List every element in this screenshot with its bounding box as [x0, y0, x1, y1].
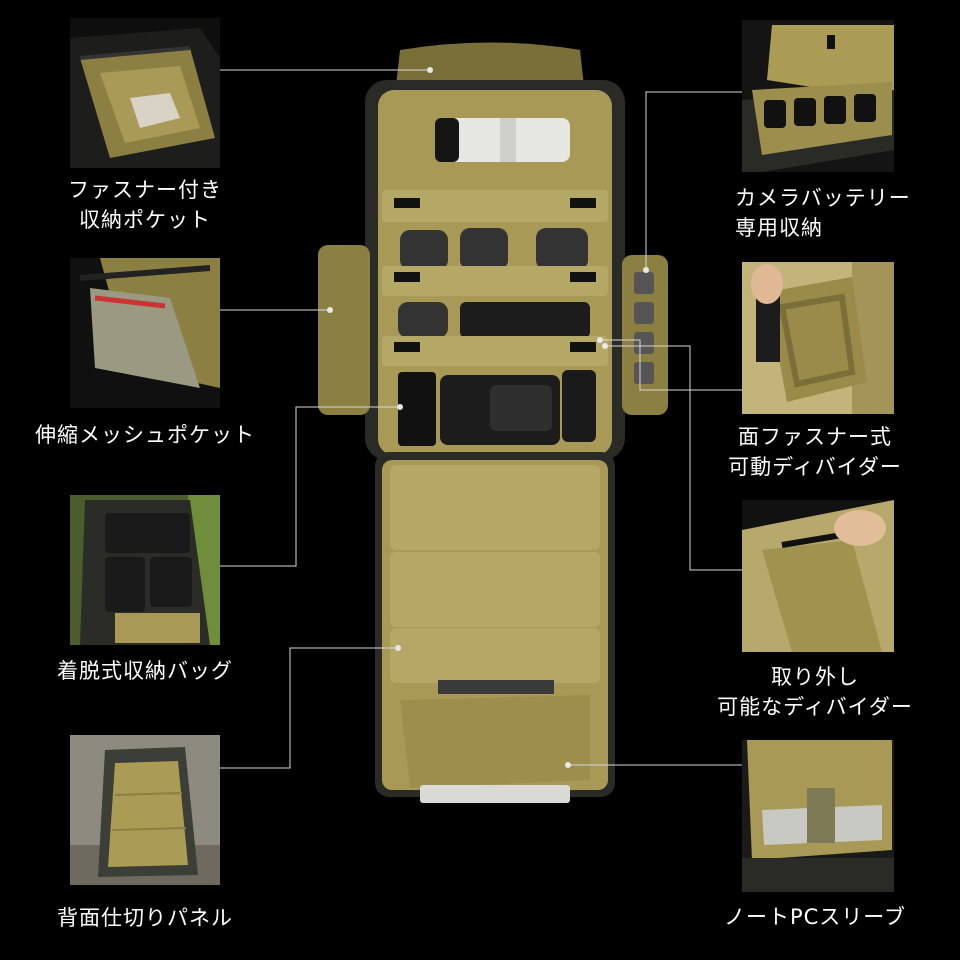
caption-mesh-pocket: 伸縮メッシュポケット [35, 423, 255, 447]
thumb-detachable-bag [70, 495, 220, 645]
laptop-sleeve-photo [742, 740, 894, 892]
removable-divider-photo [742, 500, 894, 652]
lens-4 [398, 302, 448, 338]
laptop-sleeve [400, 695, 590, 788]
zipper-pocket-photo [70, 18, 220, 168]
mesh-pocket-photo [70, 258, 220, 408]
laptop-sleeve-mesh [438, 680, 554, 694]
caption-detachable-bag: 着脱式収納バッグ [57, 659, 233, 683]
caption-removable-divider: 取り外し 可能なディバイダー [717, 665, 913, 719]
battery-storage-photo [742, 20, 894, 172]
battery-grip [398, 372, 436, 446]
thumb-back-panel [70, 735, 220, 885]
velcro-divider-photo [742, 262, 894, 414]
back-panel-photo [70, 735, 220, 885]
side-mesh-pocket [318, 245, 370, 415]
divider-1 [382, 190, 608, 222]
detachable-bag-photo [70, 495, 220, 645]
caption-battery-storage: カメラバッテリー 専用収納 [735, 186, 911, 240]
thumb-removable-divider [742, 500, 894, 652]
lens-1 [400, 230, 448, 270]
caption-velcro-divider: 面ファスナー式 可動ディバイダー [728, 425, 902, 479]
thumb-battery-storage [742, 20, 894, 172]
thumb-zipper-pocket [70, 18, 220, 168]
caption-back-panel: 背面仕切りパネル [57, 906, 233, 930]
backpack-open-view [318, 42, 668, 803]
thumb-velcro-divider [742, 262, 894, 414]
divider-2 [382, 266, 608, 296]
camera-body-1 [460, 302, 590, 338]
lens-3 [536, 228, 588, 270]
thumb-mesh-pocket [70, 258, 220, 408]
laptop [420, 785, 570, 803]
camera-strap [562, 370, 596, 442]
thumb-laptop-sleeve [742, 740, 894, 892]
back-panel-divider [390, 465, 600, 550]
caption-laptop-sleeve: ノートPCスリーブ [723, 905, 907, 929]
lens-2 [460, 228, 508, 270]
divider-3 [382, 336, 608, 366]
caption-zipper-pocket: ファスナー付き 収納ポケット [68, 178, 222, 232]
